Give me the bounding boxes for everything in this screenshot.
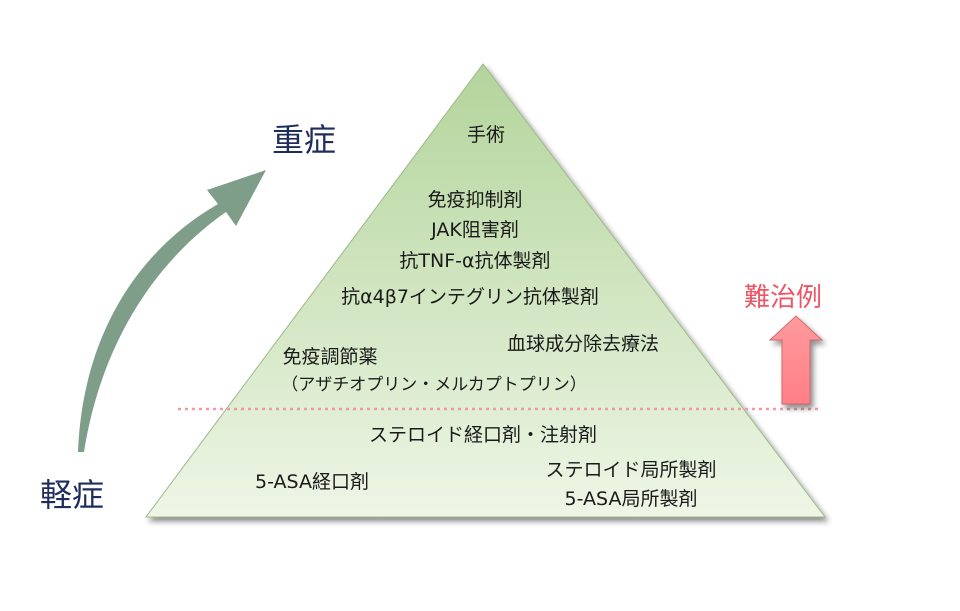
asa-oral-label: 5-ASA経口剤 (255, 471, 369, 493)
surgery-label: 手術 (467, 124, 505, 146)
immunomodulator-label: 免疫調節薬 (282, 346, 377, 368)
refractory-up-arrow (768, 315, 824, 405)
refractory-label: 難治例 (744, 283, 822, 313)
steroid-oral-injection-label: ステロイド経口剤・注射剤 (369, 424, 597, 446)
anti-tnf-label: 抗TNF-α抗体製剤 (399, 250, 550, 272)
steroid-local-label: ステロイド局所製剤 (545, 459, 716, 481)
severity-curved-arrow (78, 170, 266, 452)
immunosuppressant-label: 免疫抑制剤 (427, 189, 522, 211)
asa-local-label: 5-ASA局所製剤 (565, 488, 698, 510)
apheresis-label: 血球成分除去療法 (507, 333, 659, 355)
jak-inhibitor-label: JAK阻害剤 (430, 219, 519, 241)
mild-label: 軽症 (40, 476, 104, 514)
severe-label: 重症 (272, 121, 336, 159)
anti-integrin-label: 抗α4β7インテグリン抗体製剤 (341, 286, 599, 308)
immunomodulator-detail-label: （アザチオプリン・メルカプトプリン） (281, 375, 587, 395)
pyramid-shape (145, 63, 827, 518)
